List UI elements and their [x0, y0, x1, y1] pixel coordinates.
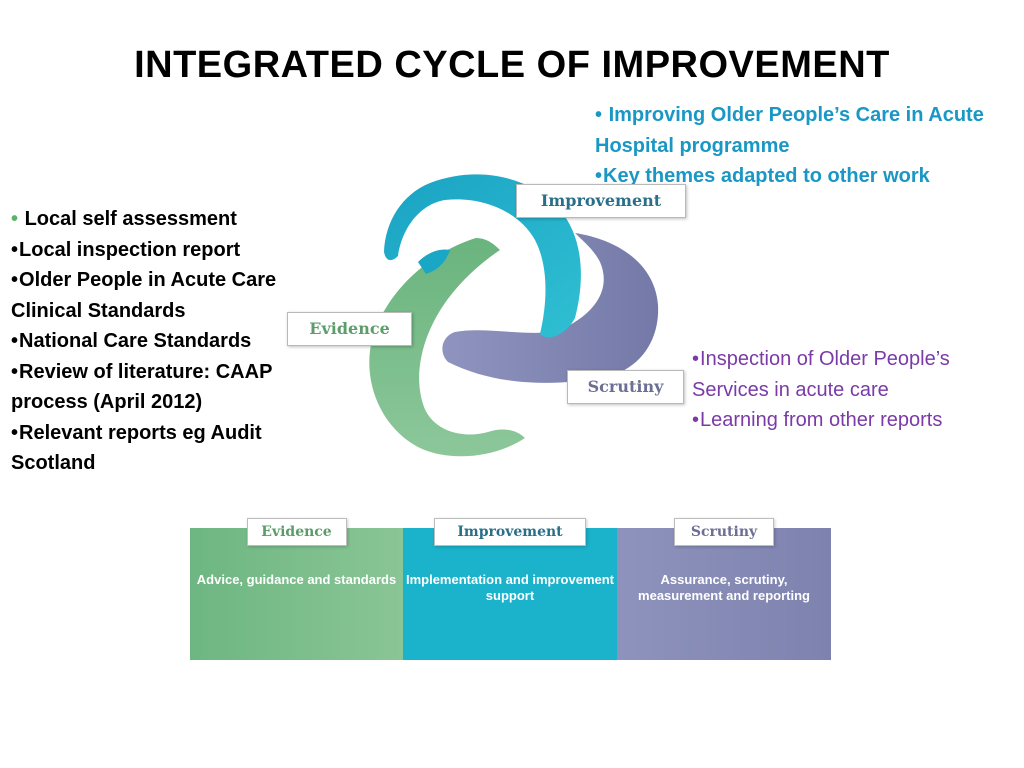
- improvement-panel-tag: Improvement: [434, 518, 586, 546]
- evidence-panel: Evidence Advice, guidance and standards: [190, 518, 403, 660]
- teal-ribbon-tail-shape: [418, 249, 450, 274]
- evidence-bullet-item: •Local inspection report: [11, 238, 241, 261]
- scrutiny-panel: Scrutiny Assurance, scrutiny, measuremen…: [617, 518, 831, 660]
- evidence-bullet-item: •National Care Standards: [11, 330, 252, 352]
- evidence-bullet-item: •Review of literature: CAAP process (Apr…: [11, 360, 273, 414]
- cycle-label-improvement: Improvement: [516, 184, 686, 218]
- page-title: INTEGRATED CYCLE OF IMPROVEMENT: [134, 44, 890, 86]
- evidence-bullet-item: • Local self assessment: [11, 208, 237, 230]
- scrutiny-panel-tag: Scrutiny: [674, 518, 774, 546]
- improvement-bullet-item: • Improving Older People’s Care in Acute…: [595, 104, 984, 157]
- scrutiny-bullet-item: •Learning from other reports: [692, 409, 943, 431]
- evidence-panel-text: Advice, guidance and standards: [196, 572, 397, 587]
- scrutiny-panel-text: Assurance, scrutiny, measurement and rep…: [638, 572, 810, 603]
- cycle-label-evidence: Evidence: [287, 312, 412, 346]
- improvement-panel: Improvement Implementation and improveme…: [403, 518, 617, 660]
- evidence-ribbon-shape: [369, 238, 525, 457]
- stage-panels: Evidence Advice, guidance and standards …: [190, 518, 831, 660]
- evidence-bullet-item: •Older People in Acute Care Clinical Sta…: [11, 269, 277, 322]
- improvement-panel-text: Implementation and improvement support: [405, 572, 615, 603]
- improvement-bullet-list: • Improving Older People’s Care in Acute…: [595, 100, 1015, 192]
- scrutiny-bullet-list: •Inspection of Older People’s Services i…: [692, 344, 1022, 436]
- cycle-label-scrutiny: Scrutiny: [567, 370, 684, 404]
- evidence-bullet-list: • Local self assessment •Local inspectio…: [11, 204, 311, 479]
- evidence-panel-tag: Evidence: [246, 518, 347, 546]
- improvement-bullet-item: •Key themes adapted to other work: [595, 165, 930, 187]
- evidence-bullet-item: •Relevant reports eg Audit Scotland: [11, 421, 262, 475]
- scrutiny-bullet-item: •Inspection of Older People’s Services i…: [692, 348, 950, 401]
- scrutiny-ribbon-shape: [442, 233, 659, 383]
